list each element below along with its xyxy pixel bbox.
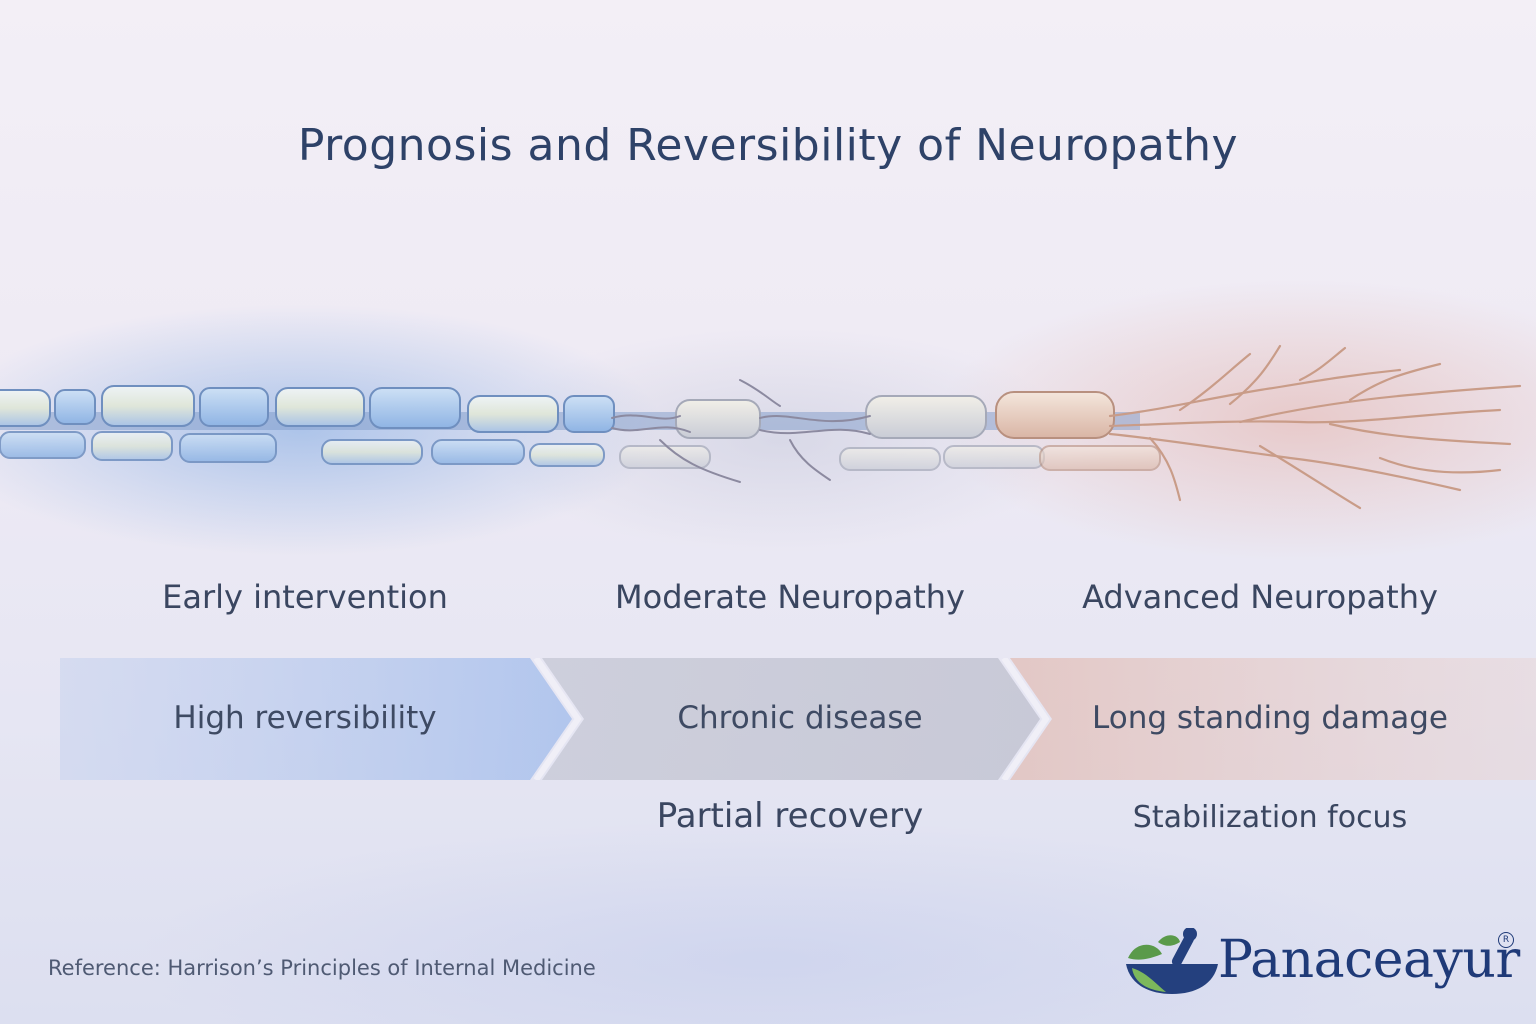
chevron-early xyxy=(60,658,572,780)
brand-name: Panaceayur xyxy=(1218,930,1520,990)
healthy-myelin-segments xyxy=(0,385,615,433)
healthy-myelin-segments-lower xyxy=(0,431,605,467)
brand-logo: Panaceayur R xyxy=(1122,928,1522,1008)
stage-label-early: Early intervention xyxy=(162,578,448,616)
registered-mark: R xyxy=(1498,932,1514,948)
outcome-moderate: Partial recovery xyxy=(656,796,924,836)
frayed-axon-fibers xyxy=(611,344,1522,510)
nerve-fiber-illustration xyxy=(0,344,1522,510)
stage-label-moderate: Moderate Neuropathy xyxy=(615,578,965,616)
arrow-text-advanced: Long standing damage xyxy=(1092,700,1448,736)
arrow-text-early: High reversibility xyxy=(173,700,437,736)
progression-chevron-band xyxy=(60,658,1536,780)
moderate-myelin-segments xyxy=(619,395,1045,471)
advanced-myelin-segments xyxy=(995,391,1161,471)
chevron-advanced xyxy=(1010,658,1536,780)
mortar-pestle-leaf-icon xyxy=(1126,928,1218,994)
arrow-text-moderate: Chronic disease xyxy=(677,700,923,736)
chevron-moderate xyxy=(542,658,1040,780)
page-title: Prognosis and Reversibility of Neuropath… xyxy=(297,120,1239,171)
outcome-advanced: Stabilization focus xyxy=(1132,800,1408,835)
reference-note: Reference: Harrison’s Principles of Inte… xyxy=(48,956,596,980)
stage-label-advanced: Advanced Neuropathy xyxy=(1082,578,1438,616)
